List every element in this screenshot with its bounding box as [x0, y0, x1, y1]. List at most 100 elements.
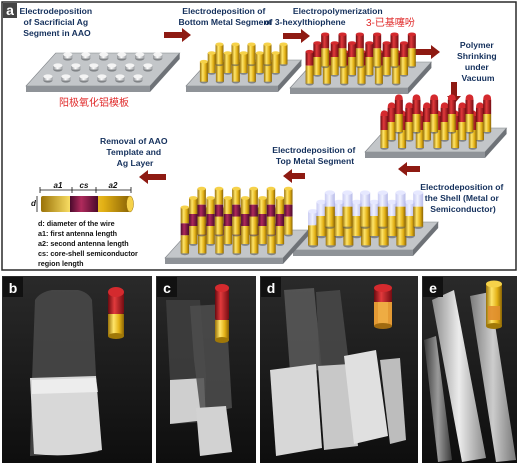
step3-text: Electropolymerization of 3-hexylthiophen… [264, 6, 385, 27]
top-metal-pillar-14 [232, 186, 241, 237]
stub-5 [133, 74, 143, 83]
gold-pillar-8 [255, 51, 264, 75]
gold-pillar-14 [279, 42, 288, 67]
stub-1 [61, 74, 71, 83]
shell-pillar-17 [413, 190, 424, 229]
step6-text: Electrodeposition of Top Metal Segment [272, 145, 357, 166]
polymer-pillar-9 [365, 41, 374, 77]
polymer-pillar-12 [321, 32, 330, 69]
shrunk-pillar-6 [387, 102, 396, 142]
sem-panel-c: c [156, 276, 256, 463]
gold-pillar-6 [223, 51, 232, 75]
stub-10 [125, 63, 135, 72]
shrunk-pillar-11 [475, 102, 484, 142]
polymer-pillar-7 [330, 41, 339, 77]
gold-pillar-0 [199, 59, 208, 84]
polymer-pillar-6 [313, 41, 322, 77]
top-metal-pillar-10 [258, 196, 267, 246]
shell-pillar-7 [334, 199, 345, 239]
polymer-pillar-17 [407, 32, 416, 69]
shrunk-pillar-16 [465, 94, 474, 134]
shell-pillar-9 [369, 199, 380, 239]
wire-schematic: a1 cs a2 d [31, 181, 134, 213]
top-metal-pillar-7 [206, 196, 215, 246]
polymer-pillar-0 [305, 49, 314, 86]
shell-pillar-12 [324, 190, 335, 229]
top-metal-pillar-6 [189, 196, 198, 246]
polymer-pillar-10 [382, 41, 391, 77]
shrunk-pillar-15 [447, 94, 456, 134]
pillar-layer [43, 32, 492, 256]
top-metal-pillar-0 [180, 205, 190, 256]
arrow-step7-to-wire [139, 170, 166, 184]
stub-0 [43, 74, 53, 83]
step5-text: Electrodeposition of the Shell (Metal or… [420, 182, 505, 214]
panel-a-label-box [3, 3, 17, 18]
stub-2 [79, 74, 89, 83]
wire-legend: d: diameter of the wire a1: first antenn… [38, 219, 140, 268]
stub-15 [117, 52, 127, 61]
shrunk-pillar-10 [458, 102, 467, 142]
shell-pillar-6 [316, 199, 327, 239]
stub-4 [115, 74, 125, 83]
stub-11 [143, 63, 153, 72]
stub-13 [81, 52, 91, 61]
shrunk-pillar-9 [440, 102, 449, 142]
step1-text: Electrodeposition of Sacrificial Ag Segm… [20, 6, 95, 38]
top-metal-pillar-15 [249, 186, 258, 237]
sem-panel-c-label: c [163, 280, 171, 296]
shrunk-pillar-8 [422, 102, 431, 142]
inset-wire-b [108, 287, 124, 339]
dim-a2: a2 [109, 181, 118, 190]
stub-3 [97, 74, 107, 83]
shell-pillar-13 [342, 190, 353, 229]
sem-panel-d-label: d [267, 280, 276, 296]
gold-pillar-12 [247, 42, 256, 67]
shell-pillar-8 [351, 199, 362, 239]
inset-wire-c [215, 284, 229, 343]
sem-panel-e: e [422, 276, 517, 463]
gold-pillar-13 [263, 42, 272, 67]
inset-wire-d [374, 284, 392, 329]
polymer-pillar-15 [373, 32, 382, 69]
arrow-step2-to-3 [283, 29, 310, 43]
shell-pillar-0 [308, 209, 319, 248]
polymer-pillar-16 [390, 32, 399, 69]
shrunk-pillar-14 [430, 94, 439, 134]
polymer-pillar-14 [355, 32, 364, 69]
shell-pillar-16 [395, 190, 406, 229]
dim-cs: cs [80, 181, 89, 190]
step7-text: Removal of AAO Template and Ag Layer [100, 136, 170, 168]
sem-panel-b: b [2, 276, 152, 463]
gold-pillar-10 [215, 42, 224, 67]
gold-pillar-9 [271, 51, 280, 75]
top-metal-pillar-17 [284, 186, 293, 237]
shrunk-pillar-13 [412, 94, 421, 134]
dim-d: d [31, 199, 37, 208]
shell-pillar-15 [377, 190, 388, 229]
shell-pillar-11 [404, 199, 415, 239]
step2-text: Electrodeposition of Bottom Metal Segmen… [178, 6, 271, 27]
inset-wire-e [486, 280, 502, 329]
top-metal-pillar-12 [197, 186, 206, 237]
shrunk-pillar-7 [405, 102, 414, 142]
top-metal-pillar-11 [275, 196, 285, 246]
shell-pillar-10 [387, 199, 398, 239]
gold-pillar-5 [207, 51, 216, 75]
step4-text: Polymer Shrinking under Vacuum [457, 40, 499, 83]
shrunk-pillar-12 [394, 94, 403, 134]
shell-pillar-14 [360, 190, 371, 229]
stub-17 [153, 52, 163, 61]
stub-6 [53, 63, 63, 72]
sem-panel-b-label: b [9, 280, 18, 296]
wire-core-shell-region [70, 196, 98, 212]
shrunk-pillar-0 [380, 110, 389, 150]
template-chinese-label: 阳极氧化铝模板 [59, 96, 129, 109]
shrunk-pillar-17 [483, 94, 492, 134]
stub-7 [71, 63, 81, 72]
arrow-step5-to-6 [398, 162, 420, 176]
polymer-pillar-8 [348, 41, 357, 77]
stub-16 [135, 52, 145, 61]
